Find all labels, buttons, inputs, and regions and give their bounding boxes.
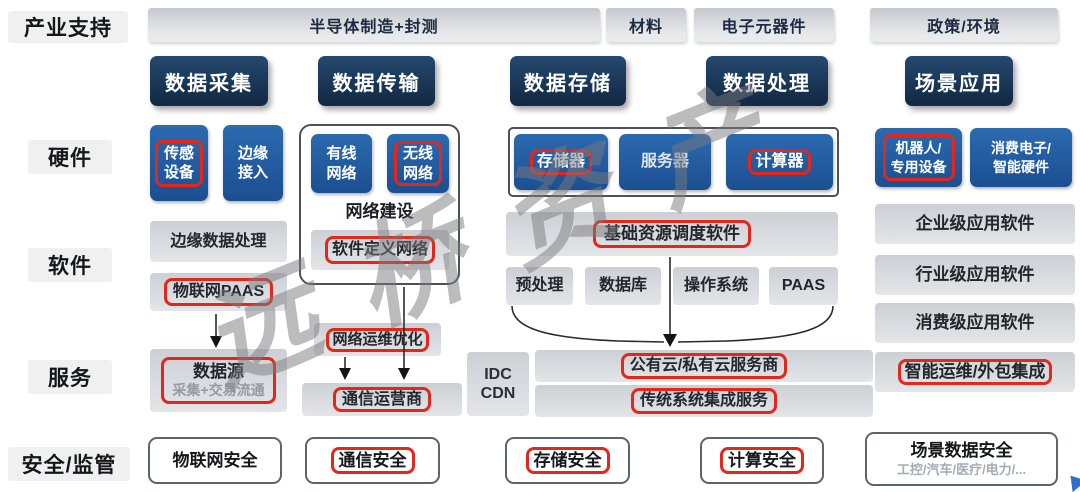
stage-header-processing: 数据处理 [706,56,828,106]
computer-box: 计算器 [726,134,833,190]
consumer-software-label: 消费级应用软件 [915,312,1035,332]
sensor-device-label: 传感设备 [155,139,203,187]
network-construction-group [299,124,460,285]
idc-label: IDC [484,365,512,383]
resource-scheduling-label: 基础资源调度软件 [593,219,751,249]
compute-security-label: 计算安全 [720,446,804,475]
row-label-services: 服务 [28,360,112,394]
telecom-security-label: 通信安全 [330,446,415,475]
network-construction-label: 网络建设 [345,201,414,221]
network-ops-label: 网络运维优化 [326,327,429,352]
robot-device-label: 机器人/专用设备 [882,134,955,181]
cloud-providers-bar: 公有云/私有云服务商 [535,350,873,382]
storage-security-label: 存储安全 [525,446,610,475]
scenario-security-box: 场景数据安全 工控/汽车/医疗/电力/... [865,432,1058,486]
stage-header-application: 场景应用 [905,56,1013,106]
stage-header-transmission: 数据传输 [318,56,435,106]
data-source-subtitle: 采集+交易流通 [172,382,265,399]
consumer-hardware-box: 消费电子/智能硬件 [970,128,1072,187]
sdn-label: 软件定义网络 [324,236,435,264]
robot-device-box: 机器人/专用设备 [875,128,962,187]
iot-security-label: 物联网安全 [172,450,258,470]
industry-software-bar: 行业级应用软件 [875,255,1075,295]
server-box: 服务器 [619,134,711,190]
edge-access-box: 边缘接入 [223,125,283,201]
consumer-hardware-label: 消费电子/智能硬件 [991,140,1051,175]
storage-device-box: 存储器 [514,134,608,190]
database-box: 数据库 [585,267,661,305]
data-source-box: 数据源 采集+交易流通 [150,349,287,412]
telecom-operator-box: 通信运营商 [302,383,462,416]
paas-label: PAAS [781,277,826,295]
storage-security-box: 存储安全 [505,437,630,484]
idc-cdn-label: IDC CDN [481,365,516,403]
os-label: 操作系统 [683,277,748,295]
cdn-label: CDN [480,385,516,402]
scenario-security-title: 场景数据安全 [910,441,1013,461]
os-box: 操作系统 [673,267,759,305]
preprocessing-box: 预处理 [506,267,573,305]
telecom-operator-label: 通信运营商 [332,386,431,413]
brace-left [511,305,665,343]
stage-header-storage: 数据存储 [510,56,626,106]
sensor-device-box: 传感设备 [150,125,208,201]
resource-scheduling-bar: 基础资源调度软件 [506,212,838,256]
blue-corner-mark [1063,469,1080,492]
industry-bar-semiconductor: 半导体制造+封测 [148,8,600,42]
scenario-security-subtitle: 工控/汽车/医疗/电力/... [896,461,1027,477]
consumer-software-bar: 消费级应用软件 [875,303,1075,343]
stage-header-collection: 数据采集 [150,56,268,106]
wireless-network-label: 无线网络 [394,141,442,186]
smart-ops-bar: 智能运维/外包集成 [875,352,1075,392]
iot-paas-label: 物联网PAAS [163,278,274,306]
industry-bar-policy: 政策/环境 [870,8,1058,42]
industry-bar-components: 电子元器件 [694,8,834,42]
server-label: 服务器 [640,152,689,170]
arrowhead-icon [210,336,222,348]
enterprise-software-bar: 企业级应用软件 [875,204,1075,244]
row-label-hardware: 硬件 [28,140,112,174]
smart-ops-label: 智能运维/外包集成 [897,358,1053,386]
telecom-security-box: 通信安全 [305,437,440,484]
row-label-software: 软件 [28,248,112,282]
enterprise-software-label: 企业级应用软件 [915,213,1035,233]
iot-paas-box: 物联网PAAS [150,273,287,311]
data-source-title: 数据源 [193,361,244,381]
arrowhead-icon [663,334,677,347]
wireless-network-box: 无线网络 [387,134,449,193]
storage-hardware-group [508,127,839,197]
system-integration-label: 传统系统集成服务 [630,388,777,414]
preprocessing-label: 预处理 [515,277,564,295]
network-ops-box: 网络运维优化 [314,323,441,356]
brace-right [677,305,834,343]
sdn-box: 软件定义网络 [311,230,449,270]
computer-label: 计算器 [748,148,811,176]
edge-data-processing-label: 边缘数据处理 [170,232,267,250]
edge-data-processing-box: 边缘数据处理 [150,221,287,262]
wired-network-label: 有线网络 [326,145,357,182]
system-integration-bar: 传统系统集成服务 [535,385,873,417]
industry-bar-materials: 材料 [606,8,686,42]
arrowhead-icon [398,368,410,380]
storage-device-label: 存储器 [529,148,592,176]
industry-software-label: 行业级应用软件 [915,264,1035,284]
data-source-outline: 数据源 采集+交易流通 [161,356,276,405]
database-label: 数据库 [598,277,647,295]
edge-access-label: 边缘接入 [237,144,268,182]
row-label-security-regulation: 安全/监管 [8,447,130,481]
idc-cdn-box: IDC CDN [467,352,529,416]
row-label-industry-support: 产业支持 [8,11,128,43]
cloud-providers-label: 公有云/私有云服务商 [620,353,788,379]
iot-security-box: 物联网安全 [148,437,282,484]
arrowhead-icon [339,368,351,380]
paas-box: PAAS [769,267,838,305]
compute-security-box: 计算安全 [700,437,824,484]
wired-network-box: 有线网络 [311,134,372,193]
